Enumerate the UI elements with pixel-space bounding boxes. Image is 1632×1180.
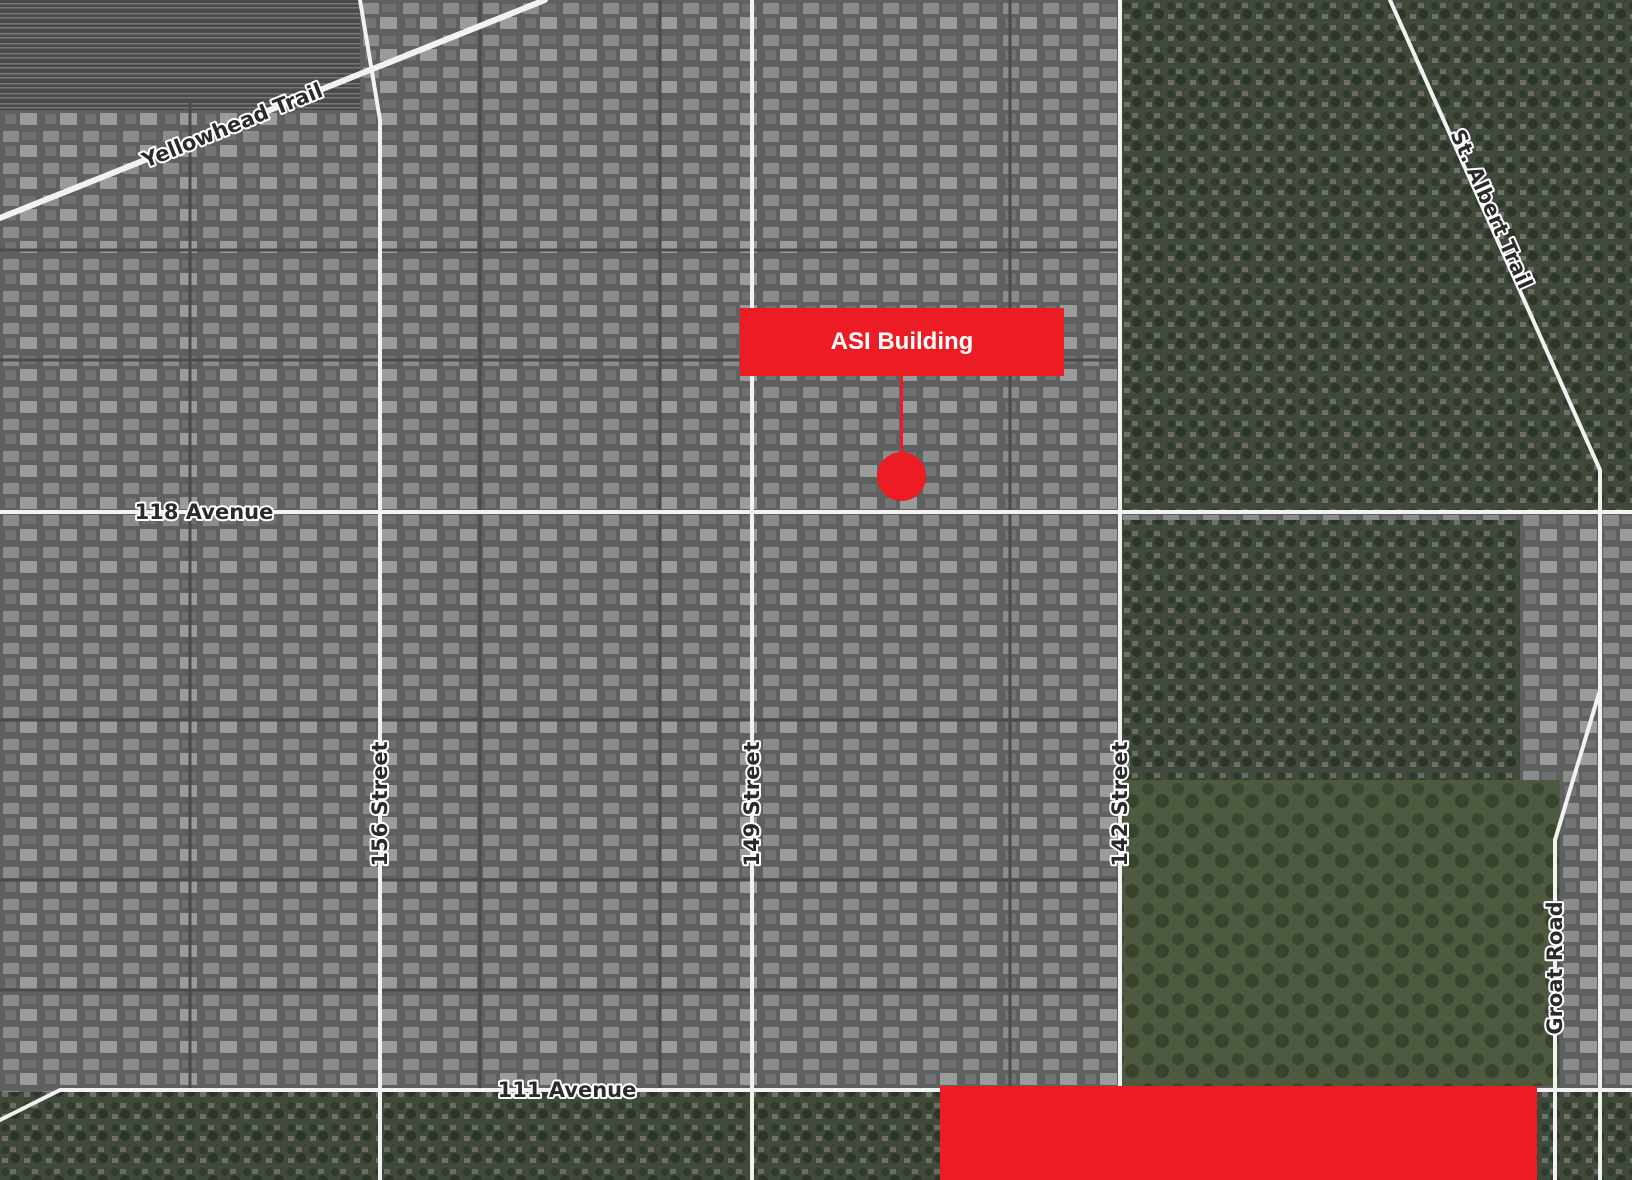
callout-leader-line <box>900 376 903 456</box>
street-149-label: 149 Street <box>740 741 764 866</box>
yellowhead-trail-road <box>0 0 548 221</box>
st-albert-trail-road <box>1388 0 1602 1180</box>
parkland-area <box>1120 780 1560 1086</box>
avenue-111-label: 111 Avenue <box>498 1078 637 1102</box>
red-banner-block <box>940 1086 1537 1180</box>
residential-north <box>1120 0 1632 510</box>
street-142-label: 142 Street <box>1108 741 1132 866</box>
rail-yard <box>0 0 360 110</box>
groat-road-road <box>1553 688 1602 1180</box>
street-156-label: 156 Street <box>368 741 392 866</box>
groat-road-label: Groat Road <box>1543 901 1567 1034</box>
location-marker <box>877 452 926 501</box>
asi-building-callout: ASI Building <box>740 308 1064 376</box>
local-streets <box>0 0 1120 1090</box>
avenue-118-label: 118 Avenue <box>135 500 274 524</box>
asi-building-label: ASI Building <box>830 328 974 355</box>
street-156-road <box>358 0 382 1180</box>
residential-east <box>1120 520 1520 780</box>
